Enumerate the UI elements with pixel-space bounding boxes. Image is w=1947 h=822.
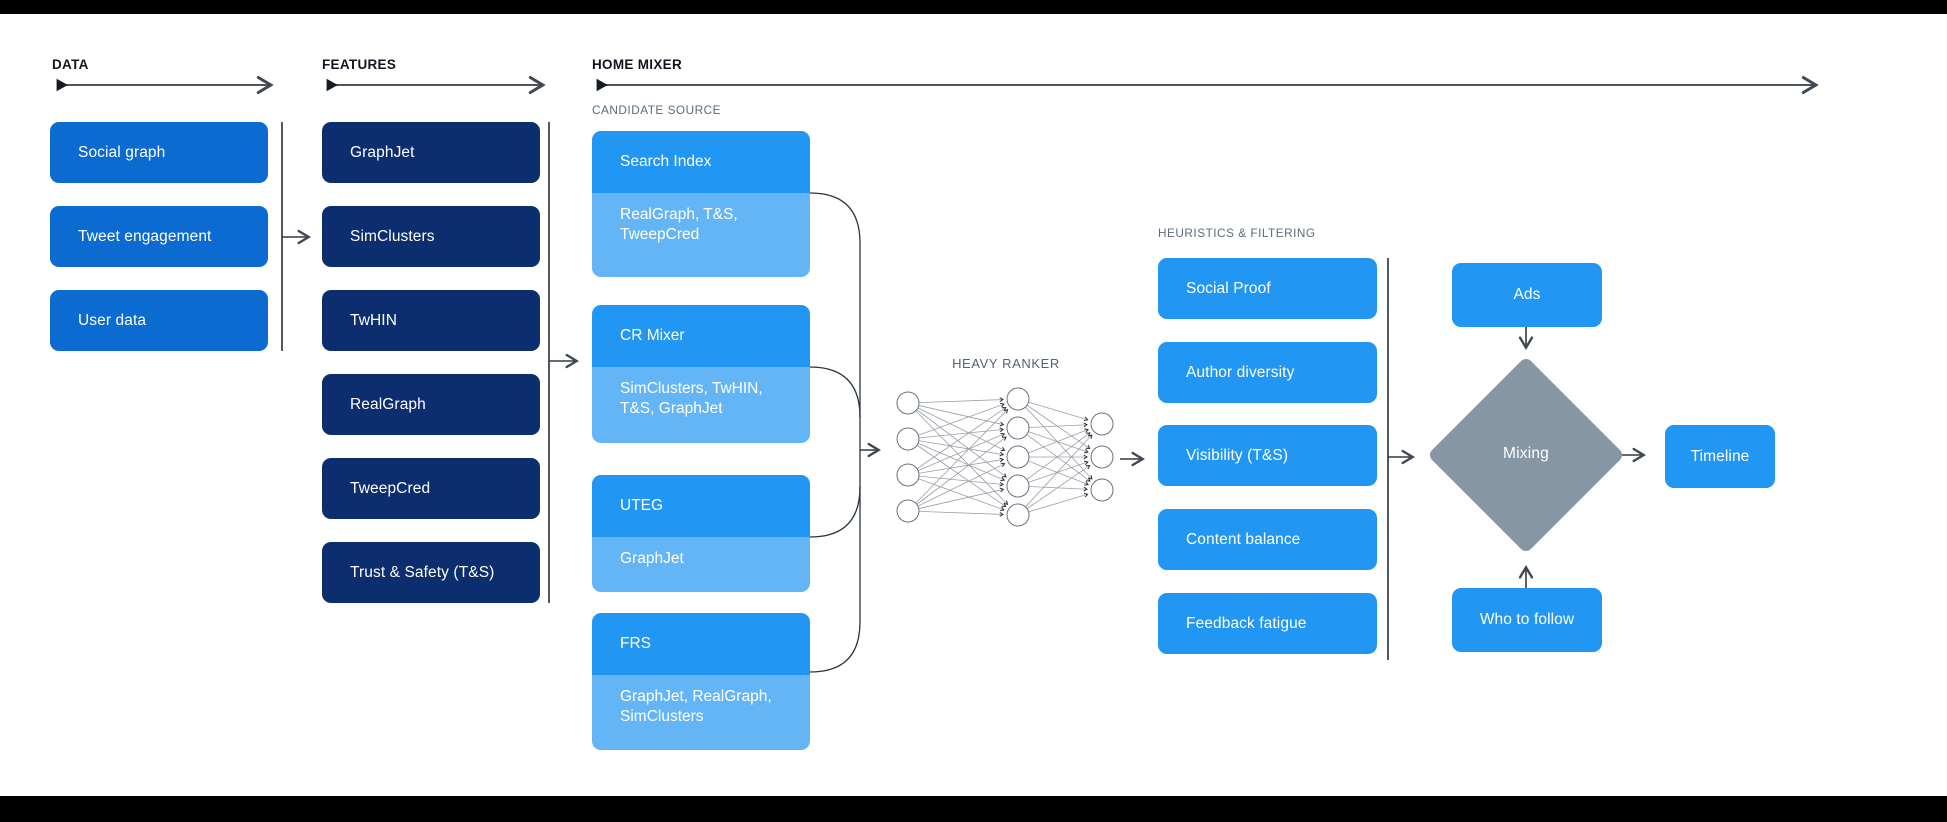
- heuristic-box-content-balance: Content balance: [1158, 509, 1377, 570]
- network-node: [1006, 474, 1030, 498]
- feature-box-simclusters: SimClusters: [322, 206, 540, 267]
- network-node: [1090, 445, 1114, 469]
- network-node: [896, 427, 920, 451]
- feature-box-twhin: TwHIN: [322, 290, 540, 351]
- data-box-social-graph: Social graph: [50, 122, 268, 183]
- candidate-sources: GraphJet: [592, 537, 810, 592]
- mixing-diamond: [1430, 359, 1622, 551]
- network-node: [1006, 416, 1030, 440]
- candidate-box-uteg: UTEG GraphJet: [592, 475, 810, 592]
- network-node: [1006, 387, 1030, 411]
- data-box-user-data: User data: [50, 290, 268, 351]
- bottom-black-bar: [0, 796, 1947, 822]
- feature-box-trust-safety: Trust & Safety (T&S): [322, 542, 540, 603]
- feature-box-realgraph: RealGraph: [322, 374, 540, 435]
- network-node: [1006, 503, 1030, 527]
- candidate-box-frs: FRS GraphJet, RealGraph, SimClusters: [592, 613, 810, 750]
- network-node: [1006, 445, 1030, 469]
- network-node: [896, 499, 920, 523]
- heuristic-box-visibility: Visibility (T&S): [1158, 425, 1377, 486]
- uteg-connector: [809, 486, 861, 538]
- data-section-label: DATA: [52, 57, 89, 72]
- candidate-title: FRS: [592, 613, 810, 675]
- feature-box-tweepcred: TweepCred: [322, 458, 540, 519]
- home-mixer-section-label: HOME MIXER: [592, 57, 683, 72]
- frs-connector: [809, 621, 861, 673]
- candidate-title: UTEG: [592, 475, 810, 537]
- candidate-title: CR Mixer: [592, 305, 810, 367]
- candidate-sources: RealGraph, T&S, TweepCred: [592, 193, 810, 277]
- flow-arrows: [282, 229, 1646, 588]
- network-node: [1090, 478, 1114, 502]
- candidate-box-cr-mixer: CR Mixer SimClusters, TwHIN, T&S, GraphJ…: [592, 305, 810, 443]
- timeline-box: Timeline: [1665, 425, 1775, 488]
- candidate-box-search-index: Search Index RealGraph, T&S, TweepCred: [592, 131, 810, 277]
- who-to-follow-box: Who to follow: [1452, 588, 1602, 652]
- candidate-collector: [809, 192, 861, 673]
- search-index-connector: [809, 192, 861, 244]
- mixing-diamond-label: Mixing: [1503, 445, 1549, 462]
- data-box-tweet-engagement: Tweet engagement: [50, 206, 268, 267]
- heuristic-box-feedback-fatigue: Feedback fatigue: [1158, 593, 1377, 654]
- heavy-ranker-label: HEAVY RANKER: [952, 356, 1060, 371]
- heavy-ranker-network: [896, 387, 1114, 527]
- candidate-title: Search Index: [592, 131, 810, 193]
- candidate-sources: SimClusters, TwHIN, T&S, GraphJet: [592, 367, 810, 443]
- features-section-label: FEATURES: [322, 57, 397, 72]
- heuristic-box-social-proof: Social Proof: [1158, 258, 1377, 319]
- network-node: [896, 391, 920, 415]
- candidate-source-label: CANDIDATE SOURCE: [592, 103, 722, 117]
- ads-box: Ads: [1452, 263, 1602, 327]
- top-black-bar: [0, 0, 1947, 14]
- heuristics-label: HEURISTICS & FILTERING: [1158, 226, 1316, 240]
- cr-mixer-connector: [809, 366, 861, 418]
- candidate-sources: GraphJet, RealGraph, SimClusters: [592, 675, 810, 750]
- heuristic-box-author-diversity: Author diversity: [1158, 342, 1377, 403]
- network-node: [896, 463, 920, 487]
- network-node: [1090, 412, 1114, 436]
- feature-box-graphjet: GraphJet: [322, 122, 540, 183]
